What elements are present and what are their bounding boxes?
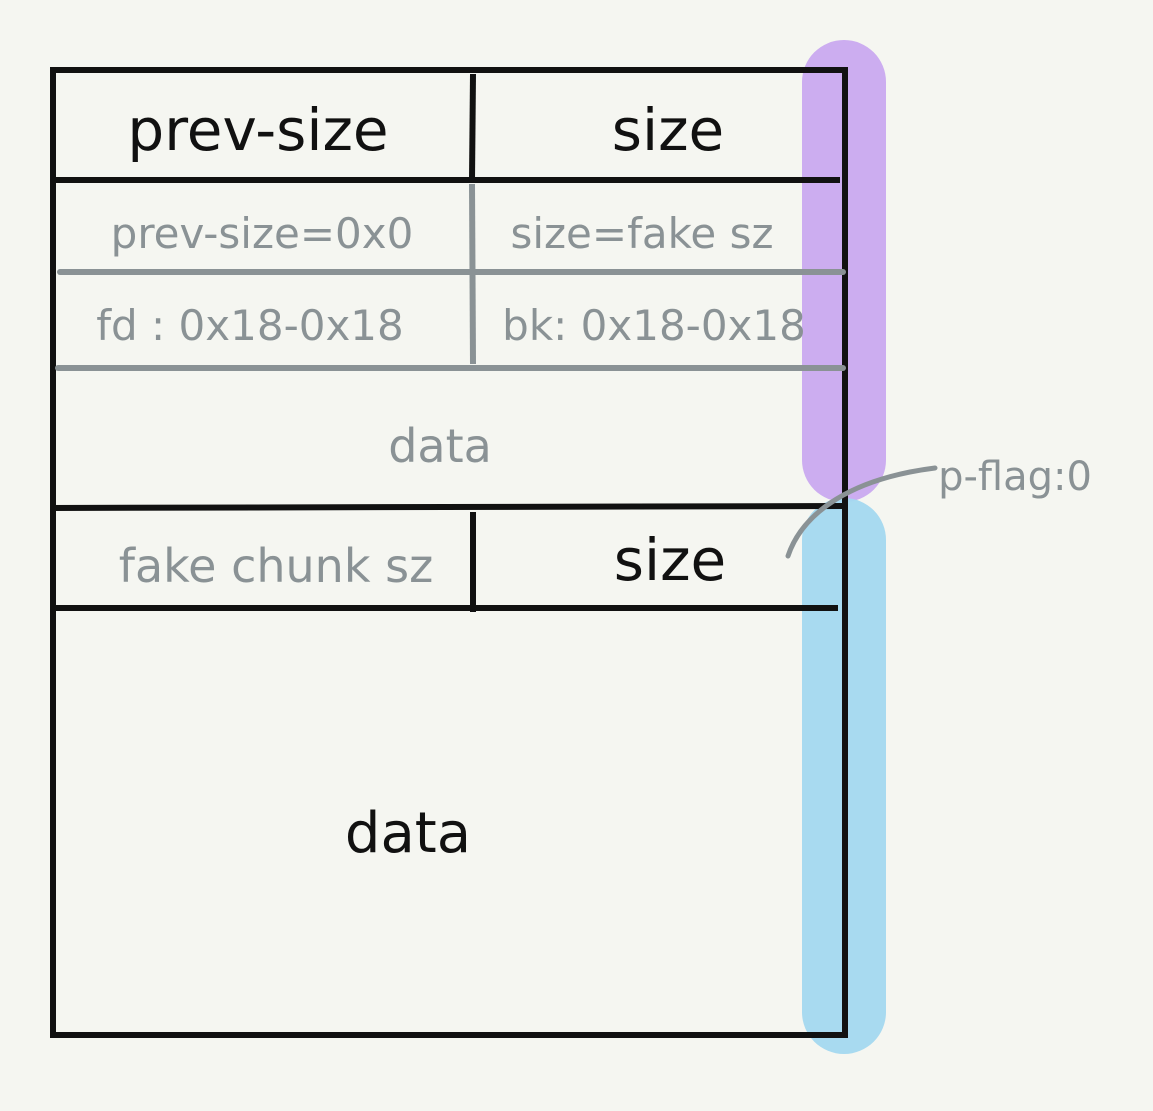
fake-chunk-bk-value: bk: 0x18-0x18 — [502, 301, 806, 350]
chunk1-header-column-divider — [469, 73, 476, 181]
fake-chunk-column-divider — [469, 183, 476, 365]
fake-chunk-size-value: size=fake sz — [510, 209, 773, 258]
chunk2-size-label: size — [614, 526, 726, 594]
chunk2-prev-size-value: fake chunk sz — [119, 539, 433, 593]
fake-chunk-data-label: data — [388, 419, 492, 473]
p-flag-annotation-curve — [785, 465, 938, 559]
chunk1-prev-size-label: prev-size — [127, 96, 388, 164]
heap-outer-box — [50, 67, 848, 1038]
fake-chunk-fd-value: fd : 0x18-0x18 — [96, 301, 404, 350]
p-flag-annotation-label: p-flag:0 — [938, 454, 1092, 500]
chunk2-data-label: data — [345, 801, 471, 866]
chunk1-size-label: size — [612, 96, 724, 164]
fake-chunk-prev-size-value: prev-size=0x0 — [111, 209, 414, 258]
chunk2-top-divider — [49, 503, 846, 511]
